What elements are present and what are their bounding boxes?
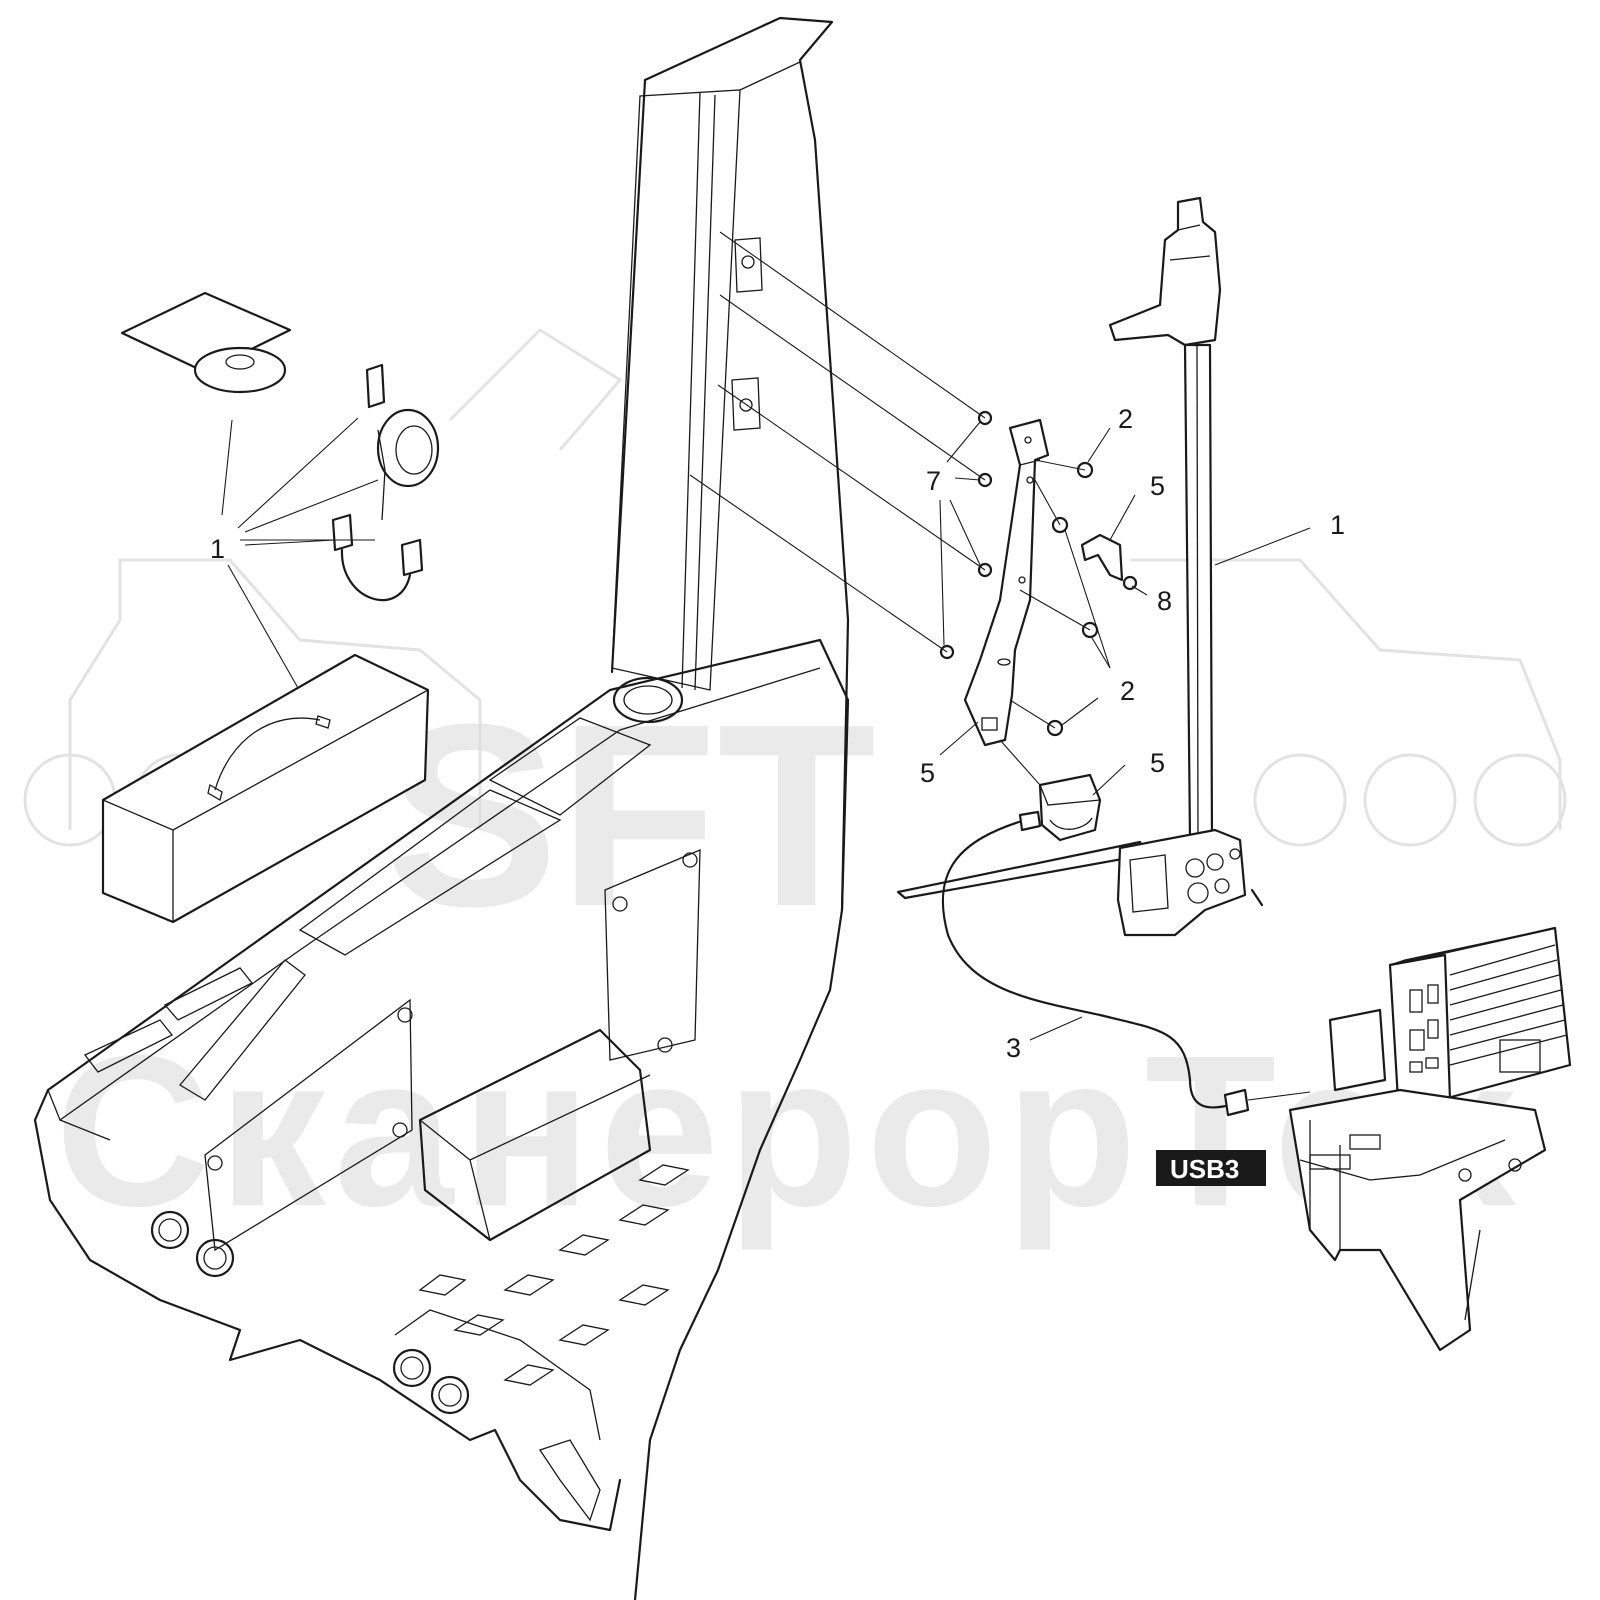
seat-base-box	[418, 1028, 652, 1242]
pillar-mount-hole	[739, 398, 753, 412]
leader-line-1	[244, 539, 336, 546]
ecu-relay	[1309, 1154, 1351, 1170]
ecu-cooling-fins	[1449, 944, 1568, 1066]
callout-1-kit: 1	[210, 534, 225, 564]
cable-connector-end	[1018, 810, 1042, 832]
cable-line	[941, 818, 1232, 1109]
leader-line-2	[1061, 697, 1099, 726]
panel-grommets	[207, 852, 698, 1171]
ecu-fuse-block	[1349, 1134, 1381, 1150]
connector-plug	[365, 363, 386, 409]
callout-8: 8	[1157, 586, 1172, 616]
leader-line-7	[949, 499, 981, 566]
column-bracket	[963, 418, 1050, 747]
adapter-cable	[340, 548, 412, 602]
cab-frame	[33, 16, 850, 1600]
leader-line-5	[1109, 494, 1136, 541]
leader-line-7	[946, 421, 981, 463]
cable-usb-plug	[1223, 1088, 1250, 1117]
leader-line-5	[939, 721, 979, 756]
watermark-logo-text: SFT	[385, 671, 876, 961]
cab-side-panel	[204, 998, 413, 1252]
leader-line-1	[1214, 527, 1311, 566]
leader-line-2	[1087, 427, 1111, 463]
console-slot	[179, 959, 306, 1101]
watermark-brand-text: СканерорТех	[55, 1010, 1526, 1251]
alignment-lines	[689, 231, 1091, 786]
column-top-grip	[1108, 196, 1222, 347]
bracket-slot	[981, 717, 998, 731]
column-support-arm	[896, 840, 1147, 900]
software-cd	[193, 346, 287, 394]
usb3-badge: USB3	[1156, 1150, 1266, 1186]
callout-2-upper: 2	[1118, 404, 1133, 434]
cab-pillar-inner-edge	[611, 89, 741, 691]
leader-line-2	[1091, 637, 1111, 669]
device-holder-cup	[1038, 773, 1102, 842]
pillar-mount-plate-lower	[731, 377, 761, 431]
ecu-mount-bracket	[1288, 1088, 1547, 1352]
ecu-side-module	[1328, 1008, 1387, 1092]
usb-cable	[941, 810, 1311, 1117]
connector-plug	[331, 513, 354, 552]
cab-console-body	[33, 638, 850, 1532]
console-panel	[488, 717, 652, 816]
kit-parts	[101, 291, 440, 924]
console-vent	[163, 967, 254, 1021]
callout-2-lower: 2	[1120, 676, 1135, 706]
connector-plug	[400, 538, 424, 577]
callout-1-column: 1	[1330, 510, 1345, 540]
leader-line-7	[939, 499, 945, 646]
callout-labels: 1 1 2 2 3 5 5 5 7 8	[210, 404, 1345, 1063]
display-screen	[1129, 854, 1169, 913]
mounting-bracket-group	[689, 231, 1148, 842]
callout-5-clip: 5	[1150, 471, 1165, 501]
case-handle	[214, 717, 321, 791]
ecu-ports	[1409, 984, 1439, 1073]
terminal-buttons	[1185, 848, 1241, 904]
leader-line-1	[237, 417, 359, 529]
callout-5-cup: 5	[1150, 748, 1165, 778]
buzzer-unit	[376, 408, 440, 488]
control-unit	[1288, 926, 1572, 1352]
leader-line-1	[244, 479, 379, 533]
screw-set-item-2	[1046, 461, 1099, 737]
console-panel	[298, 789, 562, 956]
control-column	[896, 196, 1311, 937]
clip-bracket	[1080, 533, 1124, 582]
callout-7: 7	[926, 466, 941, 496]
leader-line-8	[1131, 585, 1148, 596]
air-vents-front	[150, 1210, 470, 1415]
ecu-fan	[1499, 1039, 1541, 1073]
leader-line-2	[1064, 529, 1111, 669]
display-terminal	[1116, 828, 1247, 937]
leader-line-5	[1092, 764, 1126, 796]
usb3-badge-box	[1156, 1150, 1266, 1186]
terminal-stylus	[1250, 888, 1264, 907]
watermark: SFT СканерорТех	[23, 328, 1567, 1251]
pillar-mount-hole	[741, 255, 755, 269]
console-vent	[83, 1019, 174, 1073]
leader-line-3	[1029, 1016, 1083, 1041]
instruction-manual	[120, 291, 292, 374]
pillar-mount-plate-upper	[734, 237, 763, 293]
leader-line-usb	[1247, 1091, 1311, 1101]
carry-case	[101, 653, 430, 924]
callout-5-plate: 5	[920, 758, 935, 788]
leader-line-1	[227, 564, 299, 689]
floor-tread-slots	[418, 1164, 690, 1386]
cab-side-panel	[604, 849, 701, 1061]
leader-line-1	[221, 419, 233, 516]
callout-3: 3	[1006, 1033, 1021, 1063]
leader-line-7	[954, 477, 981, 481]
usb3-badge-label: USB3	[1170, 1154, 1239, 1184]
